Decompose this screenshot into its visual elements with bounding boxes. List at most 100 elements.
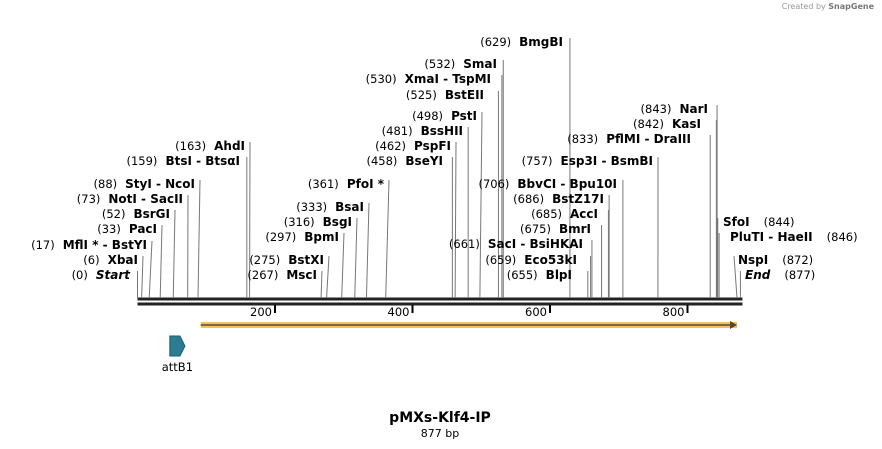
- restriction-site[interactable]: (532)SmaI: [424, 57, 504, 298]
- ruler-tick-label: 800: [663, 305, 685, 319]
- enzyme-name: KasI: [672, 117, 701, 131]
- restriction-site[interactable]: (33)PacI: [97, 222, 163, 299]
- credit-brand: SnapGene: [828, 2, 874, 11]
- enzyme-name: BstXI: [288, 253, 324, 267]
- site-label[interactable]: (706)BbvCI - Bpu10I: [478, 177, 617, 191]
- site-label[interactable]: SfoI(844): [723, 215, 795, 229]
- credit-prefix: Created by: [781, 2, 826, 11]
- site-label[interactable]: (17)MflI * - BstYI: [31, 238, 147, 252]
- site-label[interactable]: (267)MscI: [247, 268, 317, 282]
- site-label[interactable]: (333)BsaI: [296, 200, 364, 214]
- site-position: (844): [764, 215, 795, 229]
- attB1-label: attB1: [162, 360, 193, 374]
- site-label[interactable]: PluTI - HaeII(846): [730, 230, 858, 244]
- restriction-site[interactable]: NspI(872): [733, 253, 813, 299]
- restriction-site[interactable]: (530)XmaI - TspMI: [366, 72, 503, 298]
- restriction-site[interactable]: (629)BmgBI: [480, 35, 571, 298]
- enzyme-name: NotI - SacII: [108, 192, 183, 206]
- site-label[interactable]: (33)PacI: [97, 222, 157, 236]
- site-label[interactable]: (659)Eco53kI: [485, 253, 577, 267]
- site-label[interactable]: (530)XmaI - TspMI: [366, 72, 491, 86]
- restriction-site[interactable]: (655)BlpI: [507, 268, 589, 298]
- enzyme-name: MscI: [286, 268, 317, 282]
- site-position: (33): [97, 222, 121, 236]
- restriction-site[interactable]: (661)SacI - BsiHKAI: [449, 237, 593, 298]
- site-label[interactable]: (52)BsrGI: [102, 207, 170, 221]
- restriction-site[interactable]: (525)BstEII: [406, 88, 499, 298]
- site-leader-line: [148, 240, 153, 299]
- restriction-site[interactable]: (675)BmrI: [520, 222, 603, 298]
- site-label[interactable]: (532)SmaI: [424, 57, 497, 71]
- site-label[interactable]: (481)BssHII: [382, 124, 463, 138]
- restriction-site[interactable]: (333)BsaI: [296, 200, 370, 299]
- site-label[interactable]: (498)PstI: [412, 109, 477, 123]
- site-label[interactable]: (842)KasI: [633, 117, 701, 131]
- restriction-site[interactable]: (498)PstI: [412, 109, 483, 299]
- site-leader-line: [197, 179, 201, 299]
- site-label[interactable]: (73)NotI - SacII: [77, 192, 183, 206]
- restriction-site[interactable]: (833)PflMI - DraIII: [567, 132, 711, 298]
- restriction-site[interactable]: (163)AhdI: [175, 139, 251, 299]
- enzyme-name: XmaI - TspMI: [405, 72, 491, 86]
- site-label[interactable]: (458)BseYI: [366, 154, 443, 168]
- site-leader-line: [385, 179, 390, 299]
- restriction-site[interactable]: SfoI(844): [717, 215, 795, 298]
- site-label[interactable]: (316)BsgI: [284, 215, 352, 229]
- site-label[interactable]: (361)PfoI *: [308, 177, 385, 191]
- restriction-site[interactable]: (267)MscI: [247, 268, 323, 299]
- site-label[interactable]: (675)BmrI: [520, 222, 591, 236]
- site-label[interactable]: (661)SacI - BsiHKAI: [449, 237, 583, 251]
- site-label[interactable]: (6)XbaI: [83, 253, 138, 267]
- site-label[interactable]: (275)BstXI: [249, 253, 324, 267]
- site-label[interactable]: (0)Start: [72, 268, 132, 282]
- site-position: (297): [265, 230, 296, 244]
- site-label[interactable]: (629)BmgBI: [480, 35, 563, 49]
- restriction-site[interactable]: (462)PspFI: [375, 139, 457, 299]
- restriction-site[interactable]: (706)BbvCI - Bpu10I: [478, 177, 624, 298]
- site-label[interactable]: (163)AhdI: [175, 139, 245, 153]
- restriction-site[interactable]: (17)MflI * - BstYI: [31, 238, 153, 299]
- site-position: (462): [375, 139, 406, 153]
- site-label[interactable]: (88) StyI - NcoI: [94, 177, 195, 191]
- restriction-site[interactable]: (361)PfoI *: [308, 177, 390, 299]
- enzyme-name: NarI: [679, 102, 708, 116]
- site-position: (88): [94, 177, 118, 191]
- site-label[interactable]: NspI(872): [738, 253, 813, 267]
- restriction-site[interactable]: (275)BstXI: [249, 253, 330, 299]
- site-label[interactable]: (686)BstZ17I: [513, 192, 604, 206]
- site-label[interactable]: (159)BtsI - BtsαI: [127, 154, 241, 168]
- restriction-site[interactable]: (659)Eco53kI: [485, 253, 592, 298]
- restriction-site[interactable]: (73)NotI - SacII: [77, 192, 189, 299]
- site-label[interactable]: (843)NarI: [641, 102, 708, 116]
- restriction-site[interactable]: (52)BsrGI: [102, 207, 176, 299]
- restriction-site[interactable]: (757)Esp3I - BsmBI: [522, 154, 659, 299]
- restriction-site[interactable]: PluTI - HaeII(846): [718, 230, 858, 298]
- restriction-site[interactable]: (0)Start: [72, 268, 138, 298]
- site-position: (481): [382, 124, 413, 138]
- restriction-site[interactable]: (842)KasI: [633, 117, 717, 298]
- attB1-feature[interactable]: [169, 335, 186, 357]
- site-label[interactable]: (462)PspFI: [375, 139, 451, 153]
- restriction-site[interactable]: (843)NarI: [641, 102, 718, 298]
- site-position: (655): [507, 268, 538, 282]
- restriction-site[interactable]: (686)BstZ17I: [513, 192, 610, 298]
- enzyme-name: BtsI - BtsαI: [165, 154, 240, 168]
- restriction-site[interactable]: (6)XbaI: [83, 253, 144, 299]
- restriction-site[interactable]: (297)BpmI: [265, 230, 345, 299]
- restriction-site[interactable]: (481)BssHII: [382, 124, 469, 298]
- restriction-site[interactable]: (159)BtsI - BtsαI: [127, 154, 248, 298]
- site-label[interactable]: (525)BstEII: [406, 88, 484, 102]
- site-label[interactable]: (757)Esp3I - BsmBI: [522, 154, 653, 168]
- restriction-site[interactable]: (316)BsgI: [284, 215, 358, 299]
- enzyme-name: PluTI - HaeII: [730, 230, 813, 244]
- site-label[interactable]: (685)AccI: [531, 207, 598, 221]
- restriction-site[interactable]: (685)AccI: [531, 207, 609, 298]
- enzyme-name: StyI - NcoI: [125, 177, 195, 191]
- restriction-site[interactable]: End(877): [739, 268, 815, 298]
- site-label[interactable]: End(877): [745, 268, 815, 282]
- site-label[interactable]: (297)BpmI: [265, 230, 339, 244]
- site-label[interactable]: (655)BlpI: [507, 268, 572, 282]
- site-label[interactable]: (833)PflMI - DraIII: [567, 132, 691, 146]
- restriction-site[interactable]: (88) StyI - NcoI: [94, 177, 201, 299]
- restriction-site[interactable]: (458)BseYI: [366, 154, 453, 298]
